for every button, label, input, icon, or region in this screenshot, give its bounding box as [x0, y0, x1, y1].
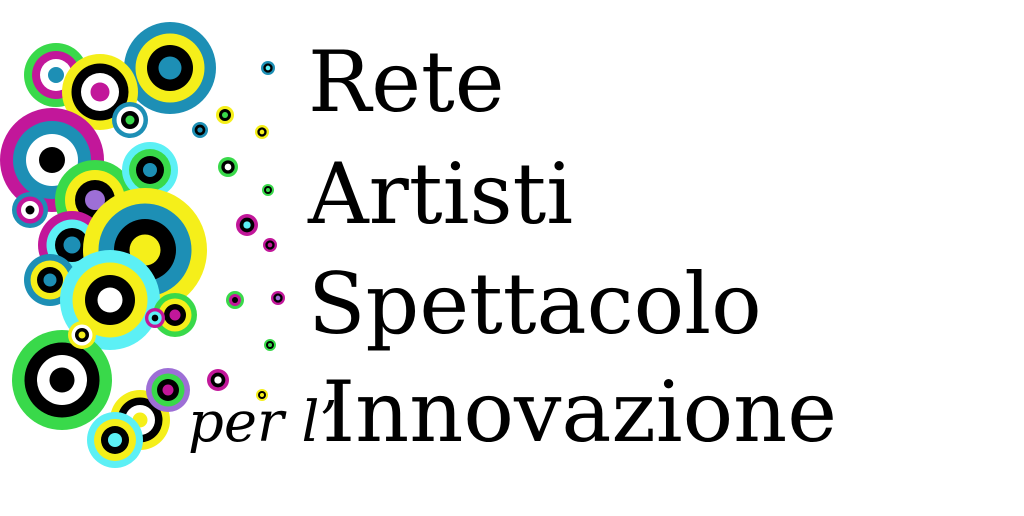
circle-ring [162, 384, 174, 396]
circle-ring [97, 287, 123, 313]
circle-ring [63, 236, 81, 254]
circle-ring [259, 129, 265, 135]
concentric-circle-group [146, 368, 190, 412]
concentric-circle-group [262, 184, 274, 196]
concentric-circle-group [145, 308, 165, 328]
concentric-circle-group [112, 102, 148, 138]
circle-ring [197, 127, 203, 133]
concentric-circle-group [124, 22, 216, 114]
title-word-innovazione: Innovazione [322, 363, 837, 461]
concentric-circle-group [263, 238, 277, 252]
title-word-rete: Rete [308, 33, 505, 131]
concentric-circle-group [236, 214, 258, 236]
concentric-circle-group [87, 412, 143, 468]
concentric-circle-group [192, 122, 208, 138]
circle-ring [260, 393, 264, 397]
circle-ring [275, 295, 281, 301]
circle-ring [108, 433, 122, 447]
circle-ring [85, 190, 105, 210]
concentric-circle-group [256, 389, 268, 401]
concentric-circle-group [12, 192, 48, 228]
concentric-circle-group [207, 369, 229, 391]
circle-ring [169, 309, 181, 321]
concentric-circle-group [218, 157, 238, 177]
circle-ring [222, 112, 228, 118]
concentric-circle-group [153, 293, 197, 337]
circle-ring [224, 163, 232, 171]
circle-ring [49, 367, 75, 393]
title-word-artisti: Artisti [308, 145, 574, 243]
circle-ring [143, 163, 157, 177]
circle-ring [90, 82, 110, 102]
concentric-circle-group [226, 291, 244, 309]
circle-ring [48, 67, 64, 83]
concentric-circle-group [255, 125, 269, 139]
concentric-circle-group [271, 291, 285, 305]
concentric-circle-group [261, 61, 275, 75]
circle-ring [265, 65, 271, 71]
title-word-spettacolo: Spettacolo [308, 255, 762, 353]
circle-ring [158, 56, 182, 80]
circle-ring [214, 376, 222, 384]
circle-ring [267, 242, 273, 248]
circle-ring [129, 234, 161, 266]
circle-ring [268, 343, 272, 347]
title-prefix-per-l: per l’ [188, 390, 338, 455]
circle-ring [243, 221, 251, 229]
circle-ring [39, 147, 65, 173]
circle-ring [25, 205, 35, 215]
concentric-circle-group [68, 321, 96, 349]
concentric-circle-group [216, 106, 234, 124]
circle-ring [78, 331, 86, 339]
circle-ring [232, 297, 238, 303]
concentric-circle-group [12, 330, 112, 430]
circle-ring [43, 273, 57, 287]
circle-ring [125, 115, 135, 125]
concentric-circle-group [264, 339, 276, 351]
circle-ring [151, 314, 159, 322]
concentric-circle-group [122, 142, 178, 198]
circle-ring [266, 188, 270, 192]
